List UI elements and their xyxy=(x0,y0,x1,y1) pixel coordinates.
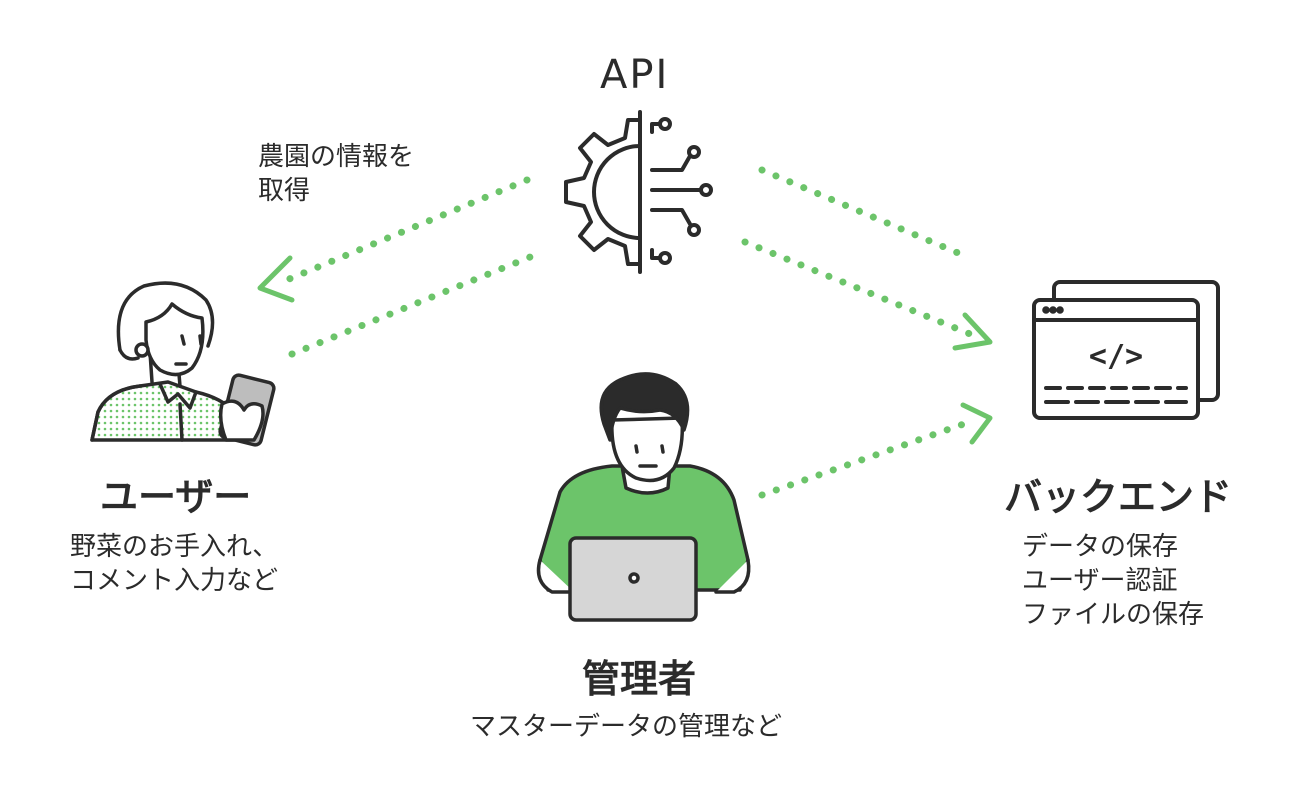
backend-description-line: データの保存 xyxy=(1022,532,1179,562)
connector-user-to-api xyxy=(288,249,544,358)
code-symbol-text: </> xyxy=(1089,339,1143,374)
admin-illustration xyxy=(536,372,751,622)
arrowhead-right-upper xyxy=(952,312,993,351)
user-description: 野菜のお手入れ、 コメント入力など xyxy=(70,530,278,598)
api-note-line: 農園の情報を xyxy=(258,142,415,172)
window-dot-icon xyxy=(1042,306,1050,314)
backend-title: バックエンド xyxy=(1004,475,1233,519)
backend-description-line: ファイルの保存 xyxy=(1022,600,1205,630)
user-illustration xyxy=(90,281,276,447)
connector-api-to-backend xyxy=(741,238,993,351)
user-description-line: 野菜のお手入れ、 xyxy=(70,532,279,562)
arrowhead-right-lower xyxy=(960,402,993,445)
api-note-line: 取得 xyxy=(258,176,311,206)
backend-description-line: ユーザー認証 xyxy=(1022,566,1178,596)
window-dot-icon xyxy=(1049,306,1057,314)
admin-title: 管理者 xyxy=(582,657,697,701)
backend-code-window-icon: </> xyxy=(1032,280,1220,420)
api-gear-circuit-icon xyxy=(564,110,713,274)
window-dot-icon xyxy=(1056,306,1064,314)
api-title: API xyxy=(600,52,670,98)
connector-backend-to-api xyxy=(758,166,974,262)
backend-description: データの保存 ユーザー認証 ファイルの保存 xyxy=(1022,530,1204,632)
user-title: ユーザー xyxy=(100,475,252,519)
connector-admin-to-backend xyxy=(758,402,993,499)
arrowhead-left xyxy=(257,255,295,303)
api-note: 農園の情報を 取得 xyxy=(258,140,414,208)
user-description-line: コメント入力など xyxy=(70,566,279,596)
admin-description: マスターデータの管理など xyxy=(470,712,783,742)
connector-api-to-user xyxy=(257,176,531,303)
